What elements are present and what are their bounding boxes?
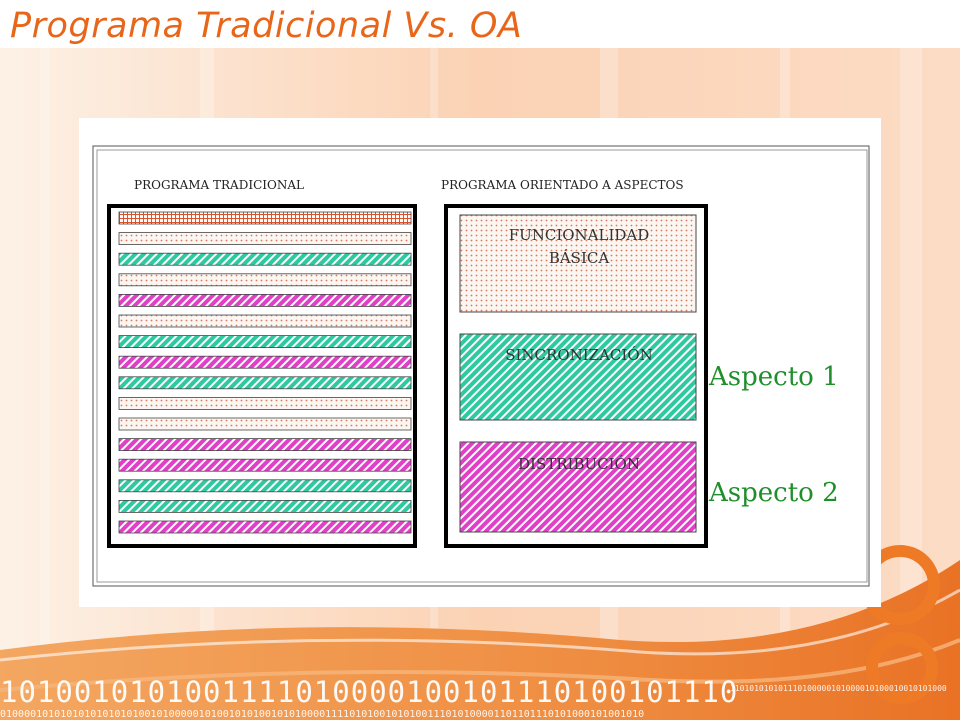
traditional-program-label: PROGRAMA TRADICIONAL — [134, 178, 304, 192]
box-label-sincronizacion: SINCRONIZACIÓN — [505, 346, 653, 364]
aspect-program-label: PROGRAMA ORIENTADO A ASPECTOS — [441, 178, 684, 192]
binary-decoration-tiny: 1101010101011101000001010000101000100101… — [730, 684, 947, 693]
comparison-figure: PROGRAMA TRADICIONAL PROGRAMA ORIENTADO … — [79, 118, 881, 607]
box-label-distribucion: DISTRIBUCIÓN — [518, 455, 640, 473]
decor-ring-2 — [866, 632, 938, 704]
figure-outer-frame — [92, 145, 870, 587]
traditional-strip-pink — [118, 520, 412, 534]
box-label-funcionalidad: FUNCIONALIDAD BÁSICA — [508, 226, 650, 267]
traditional-strip-teal — [118, 335, 412, 349]
traditional-strip-teal — [118, 252, 412, 266]
figure-inner-frame — [96, 149, 868, 583]
traditional-strip-dots — [118, 314, 412, 328]
slide-title: Programa Tradicional Vs. OA — [10, 6, 523, 46]
traditional-strip-dots — [118, 417, 412, 431]
binary-decoration-large: 1010010101001111010000100101110100101110 — [0, 675, 739, 709]
traditional-strip-teal — [118, 376, 412, 390]
figure-drawing — [92, 145, 870, 587]
traditional-strip-pink — [118, 355, 412, 369]
aspect-1-label: Aspecto 1 — [709, 362, 839, 392]
traditional-strip-dots — [118, 232, 412, 245]
box-sincronizacion — [459, 333, 697, 421]
traditional-strip-teal — [118, 479, 412, 493]
traditional-strip-pink — [118, 438, 412, 452]
box-funcionalidad-basica — [459, 214, 697, 313]
traditional-strips — [118, 211, 412, 534]
traditional-strip-pink — [118, 458, 412, 472]
traditional-strip-dots — [118, 396, 412, 410]
aspect-2-label: Aspecto 2 — [709, 478, 839, 508]
traditional-strip-grid — [118, 211, 412, 225]
traditional-strip-dots — [118, 273, 412, 287]
binary-decoration-small: 0100001010101010101010100101000001010010… — [0, 709, 645, 720]
box-distribucion — [459, 441, 697, 533]
traditional-strip-teal — [118, 499, 412, 513]
traditional-strip-pink — [118, 293, 412, 307]
